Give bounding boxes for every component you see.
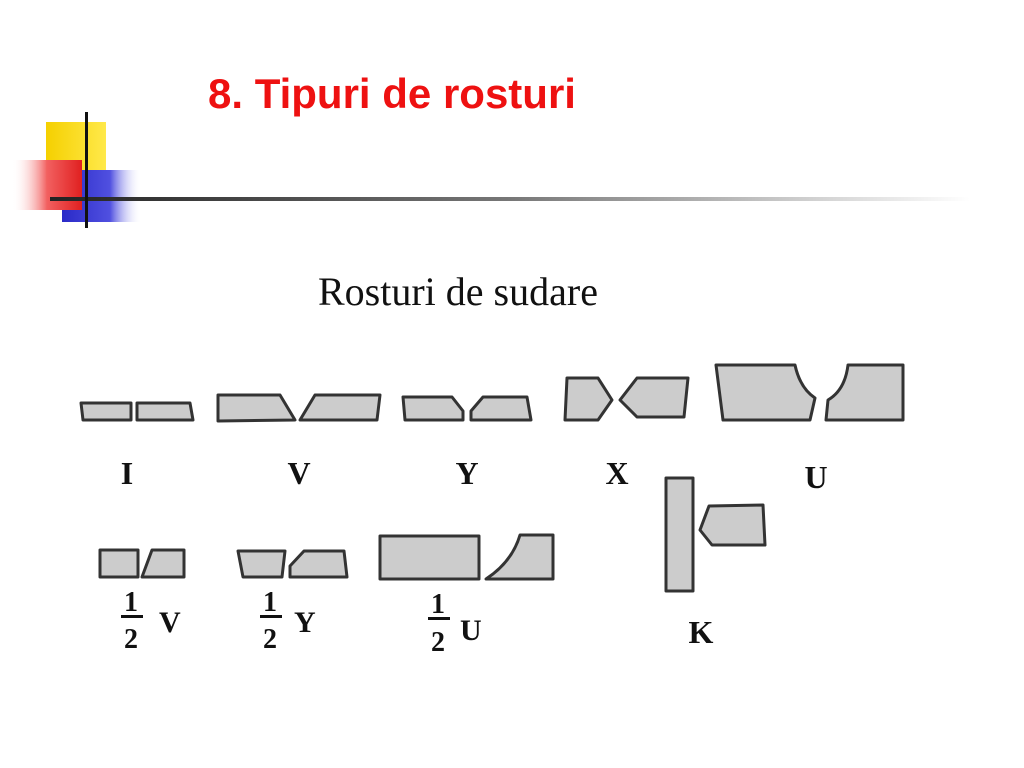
label-v: V: [287, 455, 310, 491]
half-y-fraction-bar: [260, 615, 282, 618]
joint-half-u-diagram: [378, 533, 555, 581]
ornament-vertical-line: [85, 112, 88, 228]
joint-half-y-diagram: [236, 549, 349, 579]
joint-k-diagram: [664, 476, 767, 593]
half-v-letter: V: [159, 606, 181, 639]
joint-y-diagram: [401, 395, 533, 422]
half-y-denominator: 2: [263, 624, 277, 655]
joint-v-diagram: [216, 393, 382, 423]
ornament-horizontal-line: [50, 197, 970, 201]
joint-i-diagram: [79, 401, 195, 422]
half-y-numerator: 1: [263, 587, 277, 618]
half-v-numerator: 1: [124, 587, 138, 618]
half-v-fraction-bar: [121, 615, 143, 618]
joint-half-v-diagram: [98, 548, 186, 579]
label-x: X: [605, 455, 628, 491]
half-y-letter: Y: [294, 606, 316, 639]
half-u-denominator: 2: [431, 627, 445, 658]
label-i: I: [121, 455, 133, 491]
half-v-denominator: 2: [124, 624, 138, 655]
ornament-red-square: [12, 160, 82, 210]
slide-subtitle: Rosturi de sudare: [318, 269, 598, 314]
title-ornament: [12, 112, 970, 228]
half-u-fraction-bar: [428, 617, 450, 620]
slide-title: 8. Tipuri de rosturi: [208, 70, 576, 117]
label-u: U: [804, 459, 827, 495]
half-u-letter: U: [460, 614, 482, 647]
label-k: K: [689, 614, 714, 650]
joint-x-diagram: [563, 376, 690, 422]
half-u-numerator: 1: [431, 589, 445, 620]
joint-u-diagram: [714, 363, 905, 422]
label-y: Y: [455, 455, 478, 491]
